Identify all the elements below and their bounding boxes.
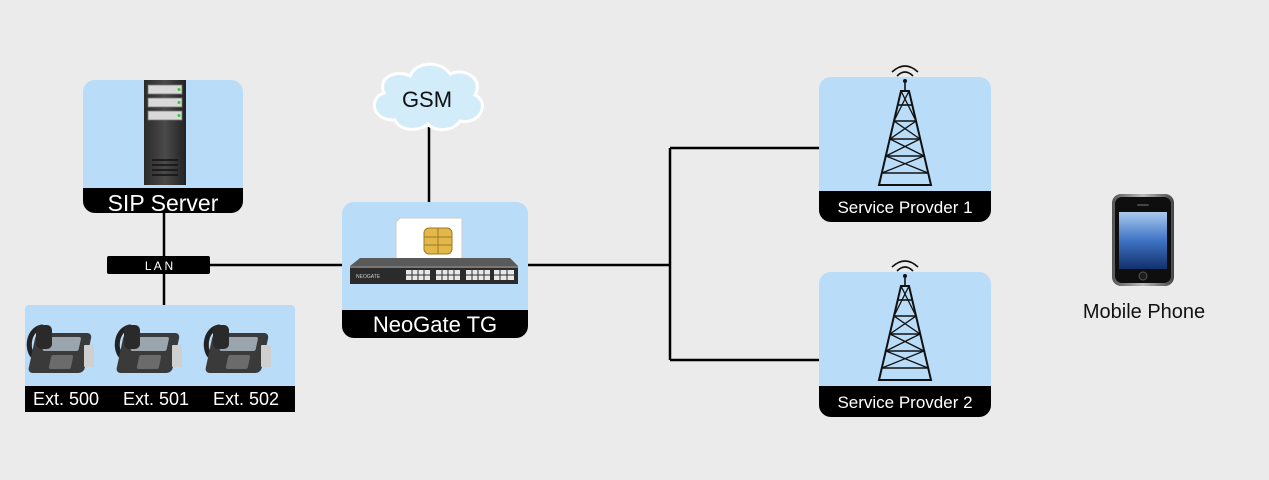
provider-2-label: Service Provder 2 [837, 393, 972, 412]
provider-1-label: Service Provder 1 [837, 198, 972, 217]
gsm-cloud: GSM [372, 62, 484, 132]
cloud-icon [372, 62, 484, 132]
extension-label: Ext. 502 [213, 389, 279, 409]
extension-label: Ext. 501 [123, 389, 189, 409]
server-icon [144, 80, 186, 185]
sim-card-icon [395, 217, 463, 263]
mobile-phone-label: Mobile Phone [1083, 301, 1205, 323]
extensions-node: Ext. 500 Ext. 501 Ext. 502 [25, 305, 295, 412]
sip-server-label: SIP Server [108, 190, 219, 216]
gateway-node: NEOGATE NeoGate TG [342, 202, 528, 338]
device-brand-text: NEOGATE [356, 274, 381, 280]
service-provider-2-node: Service Provder 2 [819, 260, 991, 417]
gsm-label: GSM [402, 87, 452, 112]
gateway-device-icon: NEOGATE [350, 258, 518, 284]
gateway-label: NeoGate TG [373, 312, 497, 337]
smartphone-icon [1112, 194, 1174, 286]
sip-server-node: SIP Server [83, 80, 243, 216]
extension-label: Ext. 500 [33, 389, 99, 409]
service-provider-1-node: Service Provder 1 [819, 65, 991, 222]
connection-lines [162, 127, 820, 362]
lan-switch: L A N [107, 256, 210, 274]
mobile-phone-node: Mobile Phone [1083, 194, 1205, 323]
lan-label: L A N [145, 259, 173, 273]
